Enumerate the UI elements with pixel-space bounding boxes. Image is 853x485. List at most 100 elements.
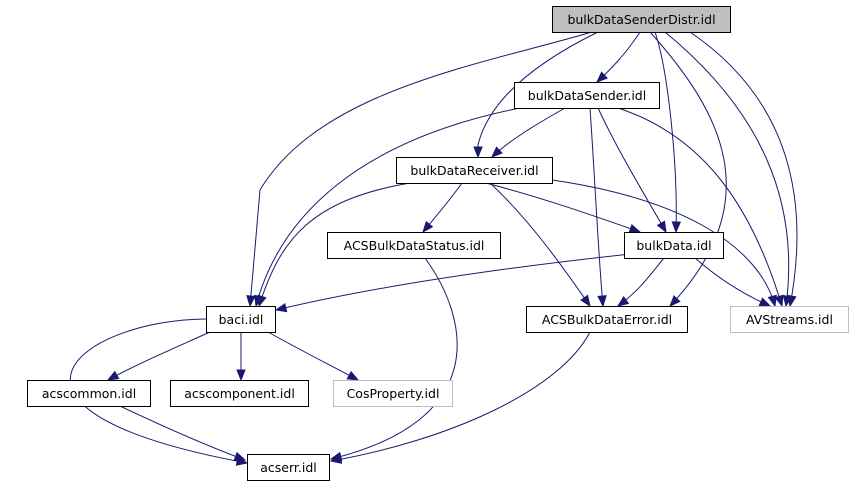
arrowhead — [246, 295, 256, 308]
arrowhead — [767, 294, 777, 308]
edge-line — [258, 182, 411, 307]
node-label: ACSBulkDataError.idl — [542, 312, 672, 327]
node-baci[interactable]: baci.idl — [206, 306, 276, 333]
edge-line — [275, 252, 641, 311]
edge-line — [485, 182, 641, 233]
edge-line — [589, 107, 604, 307]
node-bulkdata[interactable]: bulkData.idl — [624, 232, 724, 259]
edge-root-to-avstreams — [689, 31, 798, 308]
edge-baci-to-acscommon — [106, 331, 211, 381]
edge-line — [119, 405, 246, 461]
arrowhead — [671, 221, 682, 234]
arrowhead — [597, 295, 607, 308]
edge-line — [664, 31, 790, 307]
arrowhead — [758, 297, 772, 307]
arrowhead — [656, 220, 667, 234]
edge-receiver-to-bulkdata — [485, 182, 642, 234]
node-label: baci.idl — [219, 312, 264, 327]
node-acscommon[interactable]: acscommon.idl — [27, 380, 151, 407]
arrowhead — [491, 146, 503, 158]
node-error[interactable]: ACSBulkDataError.idl — [526, 306, 688, 333]
arrowhead — [106, 370, 120, 381]
node-label: bulkDataSenderDistr.idl — [567, 12, 715, 27]
node-label: acserr.idl — [260, 460, 317, 475]
edge-line — [330, 257, 458, 460]
node-sender[interactable]: bulkDataSender.idl — [514, 82, 660, 109]
node-label: ACSBulkDataStatus.idl — [344, 238, 485, 253]
edge-receiver-to-avstreams — [551, 179, 777, 308]
node-box — [514, 82, 660, 109]
edge-receiver-to-status — [422, 182, 463, 234]
node-box — [526, 306, 688, 333]
arrowhead — [257, 294, 267, 308]
node-status[interactable]: ACSBulkDataStatus.idl — [327, 232, 501, 259]
edge-line — [255, 107, 521, 307]
node-label: acscomponent.idl — [184, 386, 295, 401]
arrowhead — [346, 370, 360, 381]
node-label: CosProperty.idl — [347, 386, 440, 401]
arrowhead — [329, 454, 343, 464]
edge-sender-to-receiver — [491, 107, 566, 158]
edge-sender-to-error — [589, 107, 607, 308]
edge-line — [551, 179, 776, 307]
arrowhead — [787, 294, 797, 308]
node-box — [730, 306, 849, 333]
edge-root-to-bulkdata — [654, 31, 682, 234]
node-label: bulkData.idl — [636, 238, 711, 253]
edge-baci-to-acscomponent — [236, 332, 246, 382]
edge-sender-to-bulkdata — [597, 107, 667, 234]
arrowhead — [274, 302, 288, 313]
node-box — [170, 380, 309, 407]
edge-bulkdata-to-baci — [274, 252, 641, 313]
edge-status-to-acserr — [329, 257, 458, 462]
edge-baci-to-cosproperty — [267, 331, 360, 381]
nodes-layer: bulkDataSenderDistr.idl bulkDataSender.id… — [27, 6, 849, 481]
node-box — [333, 380, 453, 407]
arrowhead — [628, 224, 642, 234]
node-label: AVStreams.idl — [746, 312, 833, 327]
edge-line — [597, 107, 667, 233]
node-label: acscommon.idl — [42, 386, 136, 401]
edge-line — [689, 31, 798, 307]
edges-layer — [69, 31, 798, 466]
node-box — [552, 6, 731, 33]
arrowhead — [616, 296, 630, 307]
node-avstreams: AVStreams.idl — [730, 306, 849, 333]
edge-receiver-to-baci — [257, 182, 411, 308]
edge-root-to-error — [649, 31, 727, 307]
arrowhead — [669, 295, 681, 307]
arrowhead — [422, 220, 434, 234]
edge-sender-to-avstreams — [617, 107, 784, 308]
edge-line — [649, 31, 727, 307]
arrowhead — [236, 369, 246, 382]
edge-error-to-acserr — [329, 331, 591, 464]
node-acscomponent[interactable]: acscomponent.idl — [170, 380, 309, 407]
edge-root-to-sender — [596, 31, 641, 83]
edge-acscommon-to-acserr — [119, 405, 247, 461]
node-box — [206, 306, 276, 333]
node-label: bulkDataSender.idl — [528, 88, 646, 103]
arrowhead — [580, 294, 591, 308]
node-root[interactable]: bulkDataSenderDistr.idl — [552, 6, 731, 33]
edge-line — [267, 331, 359, 381]
edge-line — [694, 257, 771, 307]
node-cosproperty: CosProperty.idl — [333, 380, 453, 407]
edge-line — [491, 107, 566, 158]
edge-line — [489, 182, 591, 307]
node-receiver[interactable]: bulkDataReceiver.idl — [396, 157, 553, 184]
edge-line — [249, 31, 593, 307]
node-box — [247, 454, 330, 481]
node-box — [624, 232, 724, 259]
edge-line — [107, 331, 211, 381]
edge-root-to-baci — [246, 31, 593, 308]
edge-line — [69, 318, 248, 464]
node-box — [27, 380, 151, 407]
edge-line — [654, 31, 677, 233]
edge-receiver-to-error — [489, 182, 591, 308]
arrowhead — [473, 146, 483, 159]
edge-line — [617, 107, 783, 307]
edge-bulkdata-to-avstreams — [694, 257, 772, 307]
node-acserr[interactable]: acserr.idl — [247, 454, 330, 481]
node-label: bulkDataReceiver.idl — [410, 163, 538, 178]
